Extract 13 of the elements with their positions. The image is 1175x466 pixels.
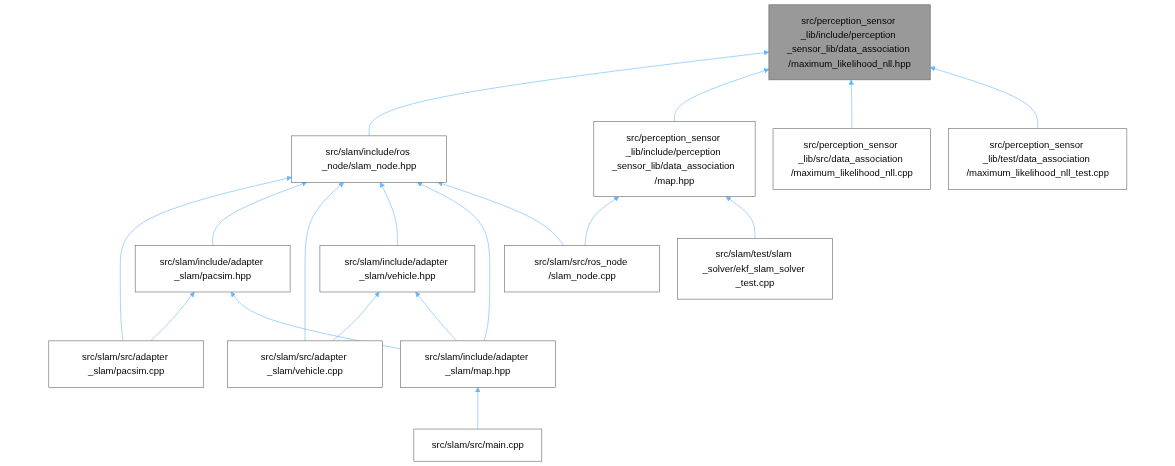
node-box: src/perception_sensor _lib/include/perception _sensor_lib/data_association /maximum_likelihood_nll.hpp [768, 4, 931, 81]
node-box: src/slam/include/adapter _slam/vehicle.hpp [319, 245, 475, 293]
node-box: src/perception_sensor _lib/src/data_association /maximum_likelihood_nll.cpp [772, 128, 931, 190]
node-box: src/perception_sensor _lib/include/perception _sensor_lib/data_association /map.hpp [593, 121, 756, 197]
node-box: src/slam/test/slam _solver/ekf_slam_solver _test.cpp [676, 238, 833, 300]
node-box: src/slam/src/main.cpp [413, 428, 542, 462]
node-box: src/slam/src/adapter _slam/pacsim.cpp [48, 340, 204, 388]
node-box: src/slam/src/adapter _slam/vehicle.cpp [226, 340, 383, 388]
node-box: src/perception_sensor _lib/test/data_association /maximum_likelihood_nll_test.cpp [947, 128, 1127, 190]
node-box: src/slam/include/ros _node/slam_node.hpp [291, 135, 447, 183]
node-box: src/slam/src/ros_node /slam_node.cpp [504, 245, 660, 293]
node-box: src/slam/include/adapter _slam/map.hpp [399, 340, 556, 388]
node-box: src/slam/include/adapter _slam/pacsim.hpp [134, 245, 291, 293]
